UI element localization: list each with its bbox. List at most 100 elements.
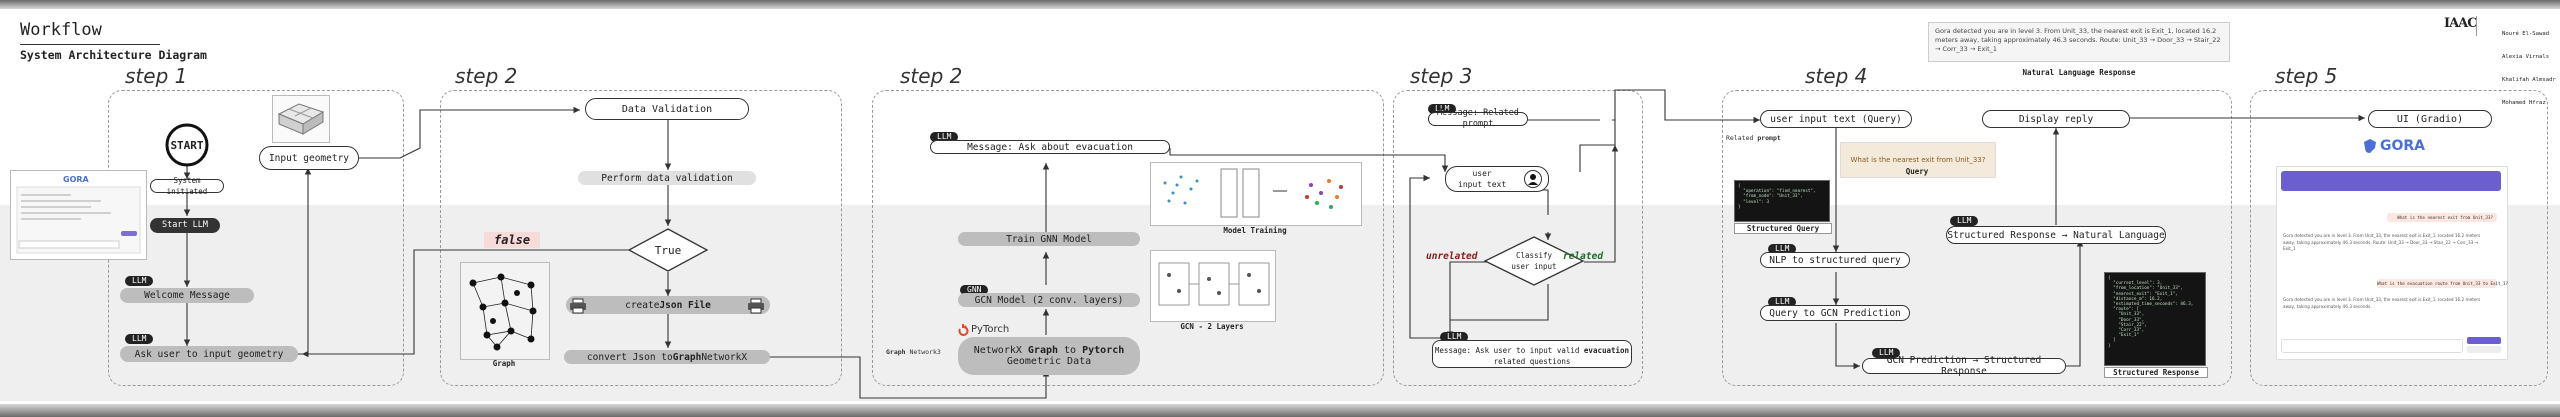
related-prompt-label: Related prompt bbox=[1726, 134, 1781, 142]
llm-tag: LLM bbox=[1872, 348, 1901, 358]
title-rule bbox=[20, 44, 160, 45]
ask-evacuation-node: Message: Ask about evacuation bbox=[930, 140, 1170, 154]
input-geometry-node: Input geometry bbox=[259, 146, 359, 170]
llm-tag: LLM bbox=[1428, 104, 1457, 114]
geometry-thumbnail bbox=[272, 95, 330, 143]
llm-tag: LLM bbox=[1768, 244, 1797, 254]
convert-text-bold: Graph bbox=[672, 351, 702, 363]
related-prompt-bold: prompt bbox=[1757, 134, 1781, 142]
chat-bot-message: Gora detected you are in level 3. From U… bbox=[2283, 297, 2481, 309]
query-caption: Query bbox=[1905, 167, 1929, 176]
page-subtitle: System Architecture Diagram bbox=[20, 48, 207, 62]
model-training-caption: Model Training bbox=[1223, 226, 1287, 235]
create-json-text: create bbox=[625, 299, 660, 311]
classify-decision-node: Classify user input bbox=[1483, 236, 1585, 286]
ask-valid-question-node: Message: Ask user to input valid evacuat… bbox=[1432, 340, 1632, 368]
graph-network-text: Network3 bbox=[905, 348, 941, 356]
step-label-4: step 4 bbox=[1805, 64, 1868, 88]
train-gnn-node: Train GNN Model bbox=[958, 232, 1140, 246]
panel-step2a bbox=[440, 90, 842, 386]
related-prompt-node: Message: Related prompt bbox=[1428, 108, 1528, 129]
classify-diamond-icon bbox=[1483, 236, 1585, 286]
chat-clear-button[interactable] bbox=[2467, 346, 2501, 353]
pytorch-flame-icon bbox=[958, 324, 969, 336]
structured-response-nl-node: Structured Response → Natural Language bbox=[1946, 226, 2166, 244]
graph-caption: Graph bbox=[492, 359, 516, 368]
llm-tag: LLM bbox=[1950, 216, 1979, 226]
related-label: related bbox=[1563, 251, 1604, 262]
nl-response-caption: Natural Language Response bbox=[2022, 68, 2136, 77]
chat-header-bar bbox=[2281, 171, 2501, 191]
graph-network-bold: Graph bbox=[886, 348, 906, 356]
ask-valid-text-a: Message: Ask user to input valid bbox=[1434, 346, 1584, 355]
pytorch-text: PyTorch bbox=[971, 324, 1010, 335]
graph-network-label: Graph Network3 bbox=[886, 348, 941, 356]
decision-true-label: True bbox=[654, 243, 682, 257]
bottom-frame bbox=[0, 404, 2560, 417]
gnn-tag: GNN bbox=[960, 285, 989, 295]
model-training-thumbnail bbox=[1150, 162, 1362, 226]
gcn-layers-caption: GCN - 2 Layers bbox=[1180, 322, 1244, 331]
convert-text-pre: convert Json to bbox=[586, 351, 673, 363]
author-name: Alexia Virnals bbox=[2502, 53, 2550, 60]
nx-text-c: to bbox=[1058, 345, 1083, 356]
query-gcn-node: Query to GCN Prediction bbox=[1760, 305, 1910, 321]
panel-step4 bbox=[1722, 90, 2232, 386]
printer-icon bbox=[570, 298, 586, 314]
display-reply-node: Display reply bbox=[1982, 110, 2130, 128]
decision-node: True bbox=[627, 228, 709, 272]
step-label-2b: step 2 bbox=[900, 64, 963, 88]
structured-response-code: { "current_level": 3, "from_location": "… bbox=[2104, 272, 2206, 366]
author-name: Khalifah Almsadr bbox=[2502, 76, 2556, 83]
logo-divider bbox=[2476, 16, 2487, 36]
chat-bot-message: Gora detected you are in level 3. From U… bbox=[2283, 233, 2481, 251]
gora-shield-icon bbox=[2364, 139, 2376, 153]
gora-app-thumbnail: GORA bbox=[10, 170, 147, 260]
related-prompt-text: Related bbox=[1726, 134, 1758, 142]
printer-icon bbox=[748, 298, 764, 314]
nx-text-b: Graph bbox=[1027, 345, 1059, 356]
page-title: Workflow bbox=[20, 20, 102, 40]
nx-text-d: Pytorch bbox=[1082, 345, 1125, 356]
step-label-3: step 3 bbox=[1410, 64, 1473, 88]
nx-text-line2: Geometric Data bbox=[1006, 356, 1092, 367]
chat-send-button[interactable] bbox=[2467, 337, 2501, 344]
structured-query-code: { "operation": "find_nearest", "from_nod… bbox=[1734, 180, 1830, 222]
convert-text-post: NetworkX bbox=[701, 351, 748, 363]
chat-preview-icon bbox=[16, 186, 141, 254]
gcn-layers-icon bbox=[1158, 262, 1270, 306]
pytorch-label: PyTorch bbox=[958, 324, 1010, 336]
gradio-chat-window: What is the nearest exit from Unit_33? G… bbox=[2276, 166, 2508, 360]
decision-false-label: false bbox=[484, 232, 541, 248]
create-json-bold: Json File bbox=[659, 299, 711, 311]
create-json-node: create Json File bbox=[566, 296, 770, 314]
author-name: Nouré El-Sawad bbox=[2502, 31, 2550, 38]
structured-response-caption: Structured Response bbox=[2104, 367, 2208, 378]
chat-input[interactable] bbox=[2281, 339, 2463, 353]
iaac-logo: IAAC bbox=[2444, 16, 2478, 31]
graph-thumbnail bbox=[460, 262, 550, 360]
llm-tag: LLM bbox=[125, 334, 154, 344]
start-terminal: START bbox=[161, 123, 213, 167]
system-initiated-node: System initiated bbox=[150, 176, 224, 196]
structured-query-caption: Structured Query bbox=[1734, 223, 1832, 234]
gora-brand-text: GORA bbox=[2380, 138, 2426, 154]
step-label-2: step 2 bbox=[455, 64, 518, 88]
gcn-prediction-node: GCN Prediction → Structured Response bbox=[1862, 355, 2066, 377]
building-model-icon bbox=[277, 103, 325, 135]
nx-text-a: NetworkX bbox=[973, 345, 1028, 356]
ui-gradio-node: UI (Gradio) bbox=[2368, 110, 2492, 128]
gcn-model-node: GCN Model (2 conv. layers) bbox=[958, 293, 1140, 307]
start-llm-node: Start LLM bbox=[150, 218, 220, 233]
gora-brand-label: GORA bbox=[63, 175, 89, 184]
nl-response-text: Gora detected you are in level 3. From U… bbox=[1928, 22, 2230, 62]
top-frame bbox=[0, 0, 2560, 9]
nlp-structured-query-node: NLP to structured query bbox=[1760, 252, 1910, 268]
llm-tag: LLM bbox=[930, 132, 959, 142]
chat-user-message: What is the evacuation route from Unit_3… bbox=[2377, 279, 2509, 288]
user-query-node: user input text (Query) bbox=[1760, 110, 1912, 128]
decision-diamond-icon bbox=[627, 228, 709, 272]
step-label-1: step 1 bbox=[125, 64, 188, 88]
ask-geometry-node: Ask user to input geometry bbox=[120, 346, 298, 362]
panel-step5 bbox=[2250, 90, 2548, 386]
